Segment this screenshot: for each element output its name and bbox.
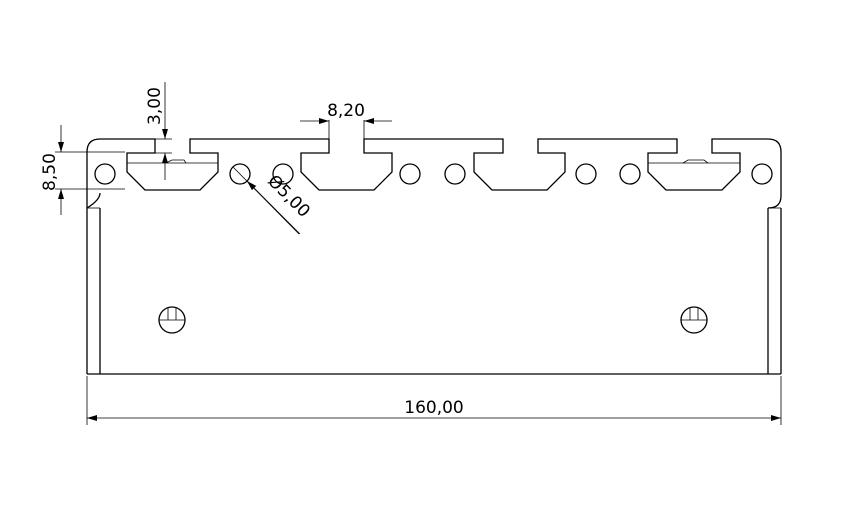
dimension-flange-height: 8,50 xyxy=(40,125,125,215)
hole xyxy=(272,163,294,185)
dimension-label-8-50: 8,50 xyxy=(40,153,60,191)
dimension-slot-opening: 8,20 xyxy=(300,101,392,139)
hole xyxy=(444,163,466,185)
dimension-overall-width: 160,00 xyxy=(86,376,782,425)
holes xyxy=(94,163,773,185)
slot-nut xyxy=(165,159,187,164)
hole xyxy=(229,163,251,185)
dimension-hole-diameter: Ø5,00 xyxy=(232,166,314,235)
corner-fillet xyxy=(86,192,101,209)
hole xyxy=(575,163,597,185)
profile-outline xyxy=(86,138,782,209)
hole xyxy=(94,163,116,185)
hole xyxy=(619,163,641,185)
dimension-slot-depth: 3,00 xyxy=(145,82,172,180)
dimension-label-diameter-5: Ø5,00 xyxy=(263,171,313,221)
mounting-hole-right xyxy=(680,306,708,334)
dimension-label-160: 160,00 xyxy=(404,398,463,418)
dimension-label-8-20: 8,20 xyxy=(327,101,365,121)
dimension-label-3-00: 3,00 xyxy=(145,87,165,125)
hole xyxy=(399,163,421,185)
slot-nut xyxy=(682,159,709,164)
hole xyxy=(751,163,773,185)
profile-body xyxy=(86,207,782,375)
mounting-hole-left xyxy=(158,306,186,334)
